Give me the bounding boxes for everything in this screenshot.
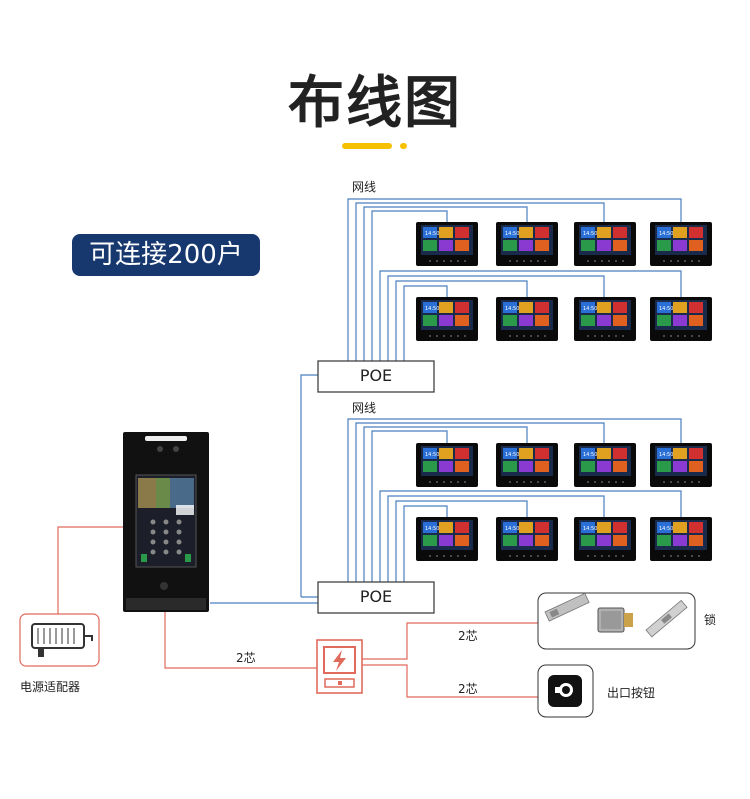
power-adapter-label: 电源适配器 <box>20 680 81 694</box>
power-supply-icon <box>316 639 363 694</box>
monitor-icon: 14:50 <box>416 222 478 266</box>
monitor-time: 14:50 <box>583 306 597 312</box>
monitor-time: 14:50 <box>583 452 597 458</box>
network-label-bottom: 网线 <box>352 401 377 415</box>
monitor-icon: 14:50 <box>574 222 636 266</box>
title-underline <box>342 143 392 149</box>
lock-icon <box>537 592 696 650</box>
monitor-time: 14:50 <box>425 306 439 312</box>
monitor-icon: 14:50 <box>416 443 478 487</box>
monitor-icon: 14:50 <box>650 517 712 561</box>
monitor-icon: 14:50 <box>574 297 636 341</box>
network-lines-top <box>347 198 682 361</box>
monitor-time: 14:50 <box>505 526 519 532</box>
title-underline-dot <box>400 143 407 149</box>
monitor-time: 14:50 <box>505 231 519 237</box>
poe-switch-top <box>317 360 435 393</box>
monitor-icon: 14:50 <box>416 297 478 341</box>
capacity-badge: 可连接200户 <box>72 234 260 276</box>
monitor-icon: 14:50 <box>496 222 558 266</box>
monitor-icon: 14:50 <box>496 443 558 487</box>
monitor-icon: 14:50 <box>496 297 558 341</box>
poe-switch-bottom <box>317 581 435 614</box>
wire-label-lock: 2芯 <box>458 629 478 643</box>
monitor-time: 14:50 <box>505 452 519 458</box>
wire-label-main: 2芯 <box>236 651 256 665</box>
network-lines-bottom <box>347 418 682 582</box>
monitor-time: 14:50 <box>659 452 673 458</box>
wire-label-exit: 2芯 <box>458 682 478 696</box>
monitor-icon: 14:50 <box>650 297 712 341</box>
poe-label-bottom: POE <box>359 587 393 606</box>
monitor-time: 14:50 <box>425 231 439 237</box>
monitor-time: 14:50 <box>425 452 439 458</box>
poe-label-top: POE <box>359 366 393 385</box>
page-title: 布线图 <box>288 71 462 136</box>
station-network-lines <box>210 374 318 604</box>
monitor-group: 14:50 14:50 14:50 14:50 14:50 14:50 14:50 14:50… <box>416 222 712 561</box>
exit-button-label: 出口按钮 <box>607 686 656 700</box>
monitor-icon: 14:50 <box>416 517 478 561</box>
monitor-icon: 14:50 <box>496 517 558 561</box>
monitor-time: 14:50 <box>583 231 597 237</box>
exit-button-icon <box>537 664 594 718</box>
monitor-time: 14:50 <box>659 526 673 532</box>
monitor-icon: 14:50 <box>574 443 636 487</box>
power-lines <box>57 526 538 698</box>
monitor-time: 14:50 <box>659 231 673 237</box>
monitor-time: 14:50 <box>505 306 519 312</box>
monitor-icon: 14:50 <box>650 443 712 487</box>
monitor-icon: 14:50 <box>574 517 636 561</box>
lock-label: 锁 <box>704 613 717 627</box>
monitor-time: 14:50 <box>425 526 439 532</box>
door-station-icon <box>123 432 209 612</box>
monitor-time: 14:50 <box>583 526 597 532</box>
monitor-time: 14:50 <box>659 306 673 312</box>
power-adapter-icon <box>19 613 100 667</box>
monitor-icon: 14:50 <box>650 222 712 266</box>
network-label-top: 网线 <box>352 180 377 194</box>
